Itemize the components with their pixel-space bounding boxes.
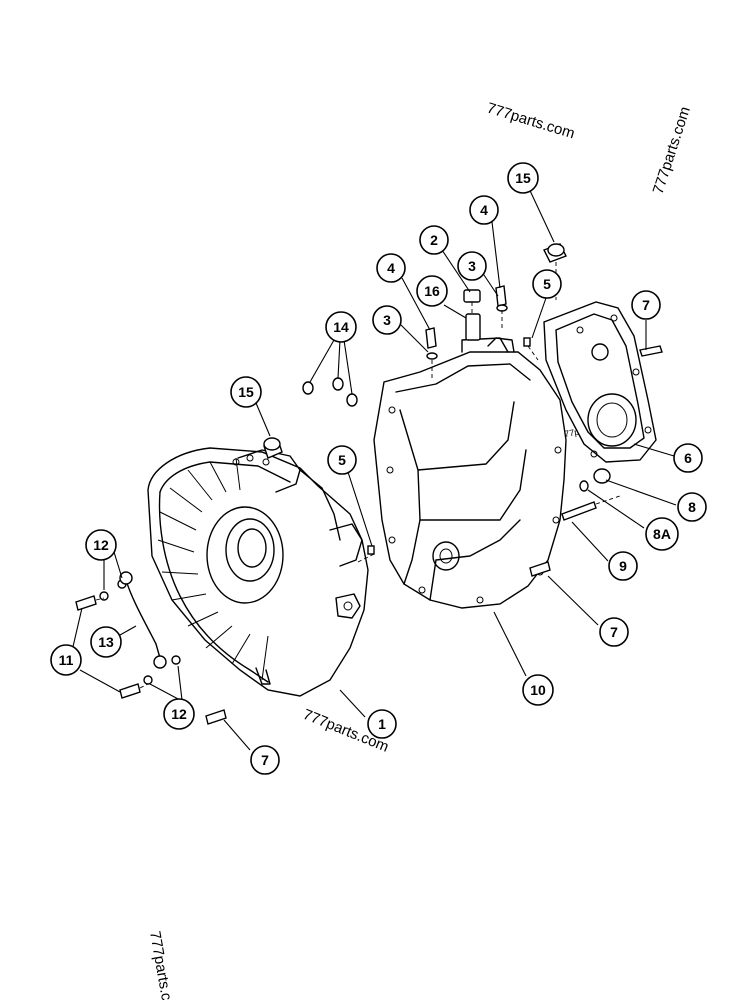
callout-label: 15	[238, 384, 254, 400]
callout-14: 14	[325, 311, 357, 343]
callout-4-right: 4	[469, 195, 499, 225]
callout-label: 7	[642, 297, 650, 313]
callout-7-top-right: 7	[631, 290, 661, 320]
callout-label: 12	[171, 706, 187, 722]
callout-5-top: 5	[532, 269, 562, 299]
flywheel-housing	[147, 447, 369, 697]
callout-11: 11	[50, 644, 82, 676]
callout-5-left: 5	[327, 445, 357, 475]
callout-label: 5	[338, 452, 346, 468]
callout-label: 7	[261, 752, 269, 768]
callout-label: 4	[480, 202, 488, 218]
callout-8a: 8A	[645, 517, 679, 551]
callout-16: 16	[416, 275, 448, 307]
callout-6: 6	[673, 443, 703, 473]
callout-13: 13	[90, 626, 122, 658]
callout-label: 8	[688, 499, 696, 515]
watermark-bottom: 777parts.c	[146, 930, 175, 1000]
callout-15-top: 15	[507, 162, 539, 194]
callout-8: 8	[677, 492, 707, 522]
callout-4-left: 4	[376, 253, 406, 283]
callout-label: 12	[93, 537, 109, 553]
hardware	[75, 243, 663, 725]
callout-label: 4	[387, 260, 395, 276]
callout-label: 8A	[653, 526, 671, 542]
callout-7-bottom: 7	[250, 745, 280, 775]
callout-2: 2	[419, 225, 449, 255]
watermark-top: 777parts.com	[485, 100, 577, 143]
callout-label: 2	[430, 232, 438, 248]
callout-label: 6	[684, 450, 692, 466]
callout-12-top: 12	[85, 529, 117, 561]
callout-label: 9	[619, 558, 627, 574]
transmission-case	[373, 337, 567, 609]
watermark-top-right: 777parts.com	[650, 105, 694, 197]
callout-label: 14	[333, 319, 349, 335]
callout-label: 11	[59, 652, 74, 668]
callout-3-left: 3	[372, 305, 402, 335]
callout-3-right: 3	[457, 251, 487, 281]
callout-label: 15	[515, 170, 531, 186]
rear-cover	[543, 301, 657, 463]
callout-label: 7	[610, 624, 618, 640]
callout-15-left: 15	[230, 376, 262, 408]
callout-label: 3	[468, 258, 476, 274]
leader-lines	[71, 181, 677, 751]
callout-7-middle: 7	[599, 617, 629, 647]
callout-label: 16	[424, 283, 440, 299]
callout-10: 10	[522, 674, 554, 706]
callout-label: 5	[543, 276, 551, 292]
callout-label: 13	[98, 634, 114, 650]
callout-label: 10	[530, 682, 546, 698]
callout-label: 3	[383, 312, 391, 328]
callout-label: 1	[378, 716, 386, 732]
callout-9: 9	[608, 551, 638, 581]
callout-12-bottom: 12	[163, 698, 195, 730]
callout-1: 1	[367, 709, 397, 739]
